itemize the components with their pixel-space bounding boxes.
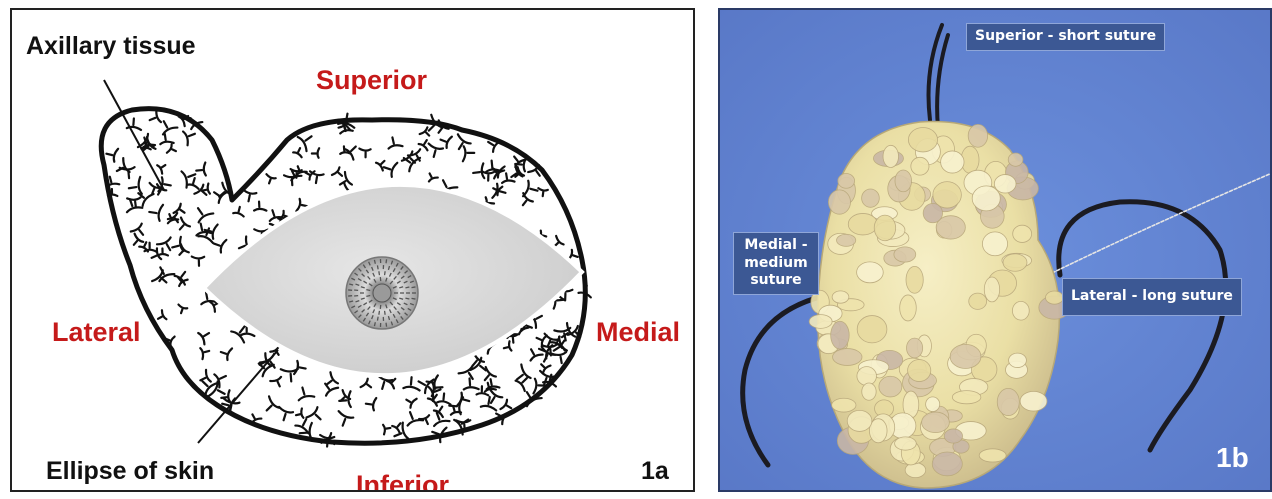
medial-callout-line-1: Medial -: [742, 237, 810, 255]
fat-lobule: [848, 213, 877, 234]
superior-suture-callout: Superior - short suture: [966, 23, 1165, 51]
fat-lobule: [969, 293, 987, 309]
fat-lobule: [883, 145, 899, 167]
areola-mark: [385, 271, 386, 275]
fat-lobule: [837, 234, 856, 246]
areola-mark: [374, 260, 375, 264]
fat-lobule: [900, 295, 917, 321]
areola-mark: [386, 323, 387, 327]
fat-lobule: [857, 367, 877, 386]
fat-lobule: [932, 452, 962, 476]
fat-lobule: [1009, 353, 1027, 367]
axillary-tissue-label: Axillary tissue: [26, 32, 196, 61]
areola-mark: [377, 265, 378, 269]
fat-lobule: [857, 316, 887, 343]
fat-lobule: [950, 344, 981, 368]
areola-mark: [374, 322, 375, 326]
fat-lobule: [994, 175, 1016, 193]
fat-lobule: [908, 128, 937, 152]
medial-suture-callout: Medial - medium suture: [733, 232, 819, 295]
fat-lobule: [874, 215, 895, 241]
fat-lobule: [862, 189, 880, 207]
medial-label: Medial: [596, 317, 680, 348]
fat-lobule: [982, 232, 1007, 256]
diagram-panel-1a: Axillary tissue Superior Lateral Medial …: [10, 8, 695, 492]
fat-lobule: [1046, 291, 1064, 304]
fat-lobule: [911, 157, 929, 175]
fat-lobule: [895, 437, 917, 450]
fat-lobule: [857, 262, 884, 283]
panel-tag-1a: 1a: [641, 457, 669, 486]
fat-lobule: [1013, 225, 1032, 242]
areola-mark: [379, 311, 380, 315]
fat-lobule: [923, 203, 942, 222]
fat-lobule: [941, 151, 964, 173]
areola-mark: [377, 317, 378, 321]
ellipse-of-skin-label: Ellipse of skin: [46, 457, 214, 486]
fat-lobule: [1012, 301, 1029, 320]
fat-lobule: [832, 398, 856, 412]
fat-lobule: [894, 247, 916, 262]
superior-label: Superior: [316, 65, 427, 96]
areola-mark: [412, 287, 416, 288]
nipple-center: [373, 284, 391, 302]
areola-mark: [405, 298, 409, 299]
areola-mark: [385, 311, 386, 315]
areola-mark: [412, 298, 416, 299]
inferior-label: Inferior: [356, 470, 449, 492]
fat-lobule: [838, 174, 855, 189]
fat-lobule: [908, 360, 931, 382]
fat-lobule: [809, 315, 832, 329]
fat-lobule: [831, 321, 850, 349]
fat-lobule: [907, 338, 923, 358]
areola-mark: [405, 287, 409, 288]
fat-lobule: [847, 410, 872, 431]
fat-lobule: [1008, 153, 1023, 166]
fat-lobule: [1003, 254, 1027, 271]
fat-lobule: [984, 277, 999, 302]
areola-mark: [366, 290, 370, 291]
areola-mark: [366, 295, 370, 296]
fat-lobule: [895, 170, 912, 192]
medial-callout-line-3: suture: [742, 272, 810, 290]
areola-mark: [379, 271, 380, 275]
fat-lobule: [906, 266, 923, 293]
panel-tag-1b: 1b: [1216, 442, 1249, 474]
fat-lobule: [926, 397, 940, 412]
fat-lobule: [952, 391, 981, 404]
medial-callout-line-2: medium: [742, 255, 810, 273]
fat-lobule: [879, 376, 902, 397]
fat-lobule: [922, 412, 950, 433]
areola-mark: [386, 259, 387, 263]
lateral-label: Lateral: [52, 317, 141, 348]
fat-lobule: [997, 388, 1019, 415]
fat-lobule: [972, 186, 1000, 211]
fat-lobule: [862, 383, 876, 400]
fat-lobule: [833, 349, 862, 366]
photo-panel-1b: Superior - short suture Medial - medium …: [718, 8, 1272, 492]
fat-lobule: [968, 124, 987, 147]
fat-lobule: [979, 449, 1006, 462]
fat-lobule: [832, 291, 849, 303]
fat-lobule: [1020, 391, 1047, 411]
lateral-suture-callout: Lateral - long suture: [1062, 278, 1242, 316]
fat-lobule: [944, 429, 962, 443]
fat-lobule: [828, 190, 850, 214]
